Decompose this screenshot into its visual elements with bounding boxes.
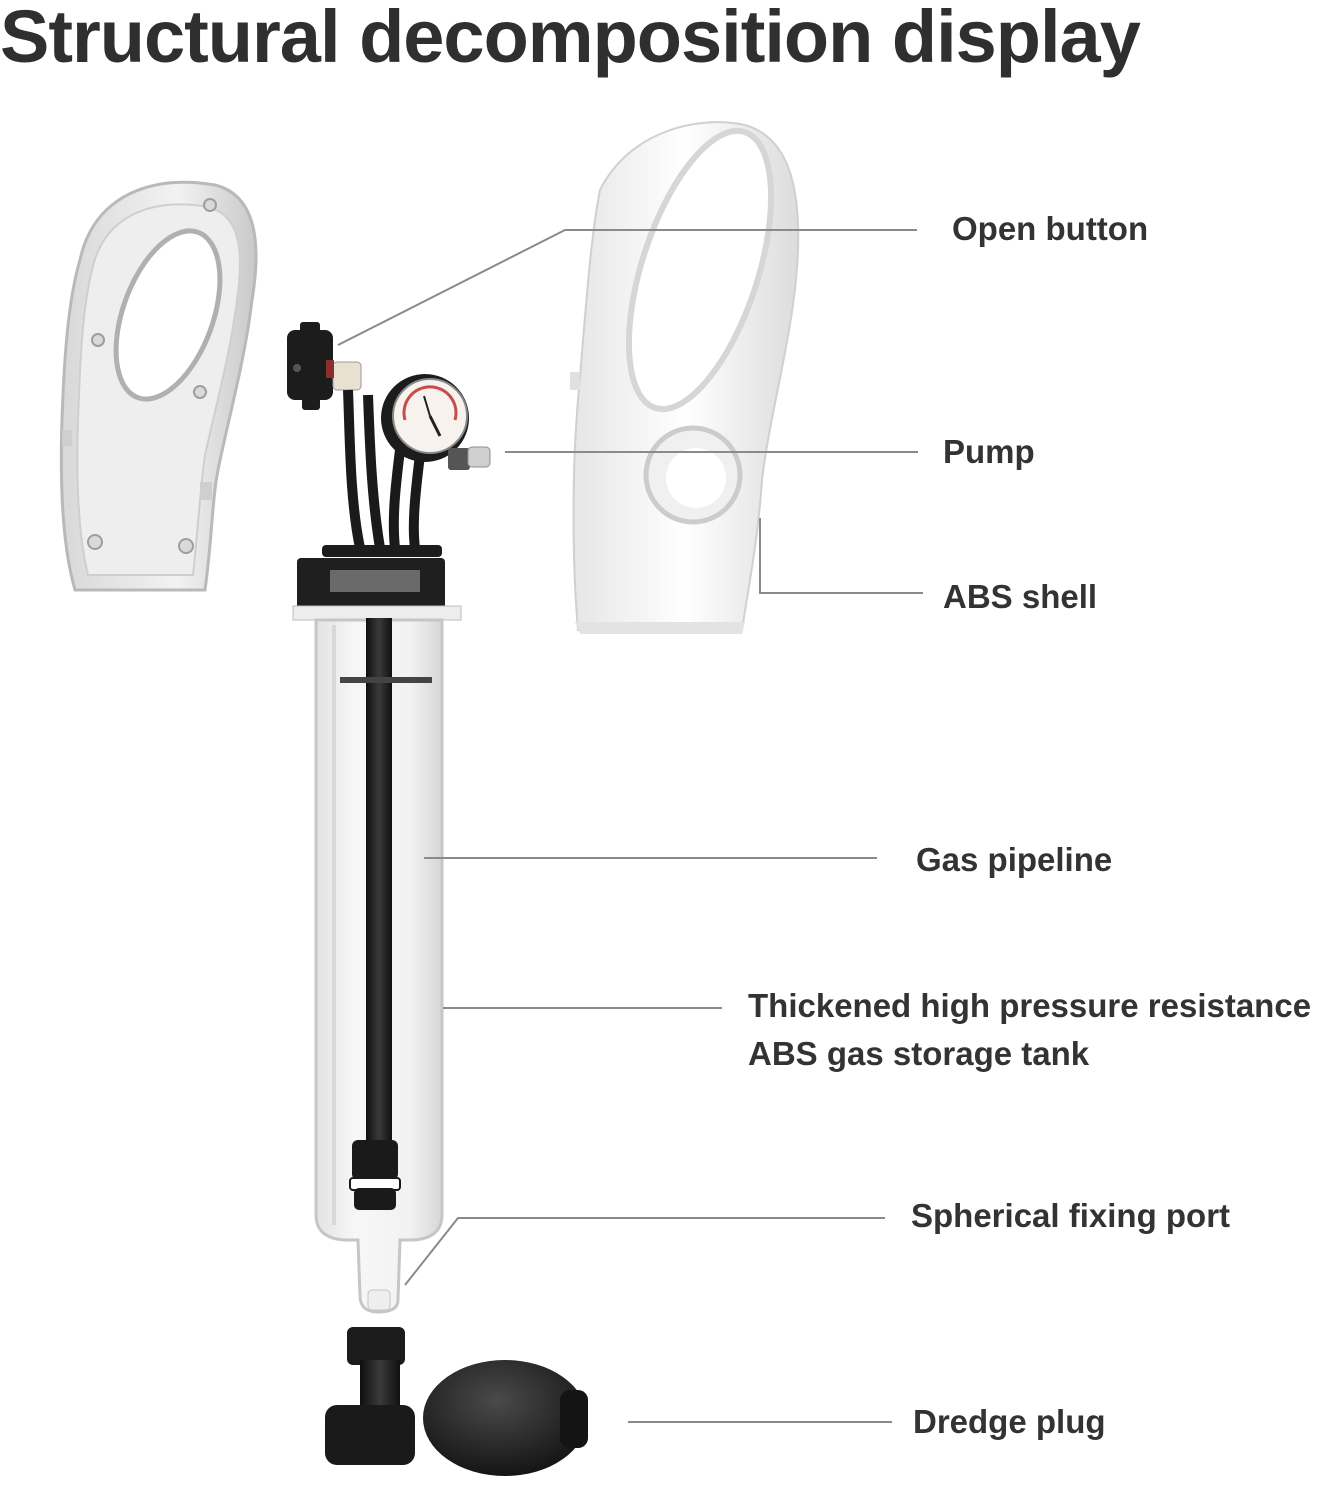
label-pump: Pump	[943, 433, 1035, 470]
tank-cap-part	[292, 545, 462, 621]
label-abs-shell: ABS shell	[943, 578, 1098, 615]
left-shell-half	[59, 180, 258, 592]
leader-line-abs-shell	[759, 518, 923, 594]
abs-shell-part	[570, 121, 800, 634]
leader-line-open-button	[337, 229, 917, 346]
label-open-button: Open button	[952, 210, 1149, 247]
open-button-part	[287, 322, 362, 410]
label-dredge-plug: Dredge plug	[913, 1403, 1106, 1440]
label-tank-line1: Thickened high pressure resistance	[748, 987, 1312, 1024]
dredge-plug-part	[325, 1327, 588, 1476]
label-gas-pipeline: Gas pipeline	[916, 841, 1113, 878]
pressure-gauge-part	[343, 374, 491, 550]
gas-pipeline-part	[340, 618, 432, 1210]
page-title: Structural decomposition display	[0, 0, 1141, 78]
leader-line-spherical-port	[404, 1217, 885, 1286]
leader-lines	[337, 229, 923, 1423]
label-spherical-port: Spherical fixing port	[911, 1197, 1231, 1234]
label-tank-line2: ABS gas storage tank	[748, 1035, 1090, 1072]
